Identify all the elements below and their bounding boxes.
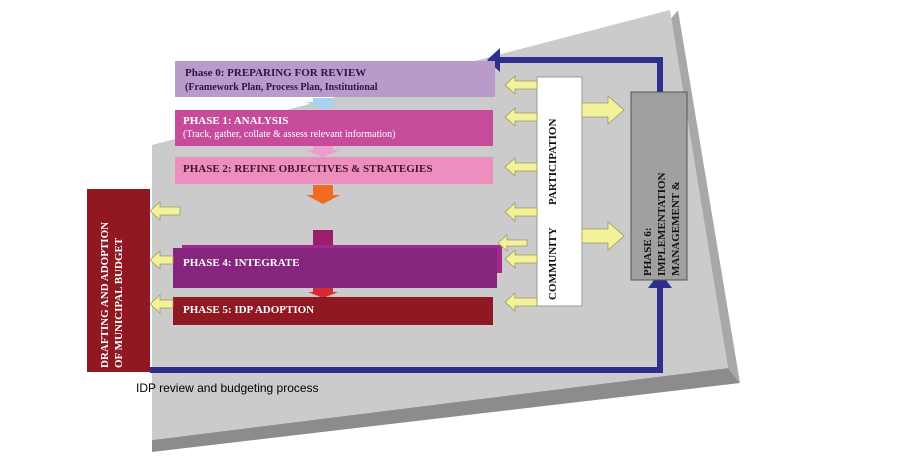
phase-6-line-2: IMPLEMENTATION	[656, 172, 668, 276]
community-box: COMMUNITY PARTICIPATION	[536, 76, 583, 307]
community-right-arrows	[581, 95, 625, 251]
yellow-arrow-left-3	[504, 157, 538, 177]
yellow-arrow-left-1	[504, 75, 538, 95]
phase-1-rect	[175, 110, 493, 146]
phase-1-subtitle: (Track, gather, collate & assess relevan…	[183, 129, 396, 140]
caption: IDP review and budgeting process	[136, 381, 319, 395]
phase-2-title: PHASE 2: REFINE OBJECTIVES & STRATEGIES	[183, 163, 433, 175]
phase-4-box: PHASE 4: INTEGRATE	[173, 245, 502, 288]
phase-flow-arrows	[306, 98, 340, 298]
arrow-1-2	[306, 146, 340, 157]
blue-loop-bottom	[150, 285, 663, 373]
budget-rect	[87, 189, 150, 372]
yellow-arrow-budget-3	[149, 294, 174, 314]
yellow-arrow-budget-2	[149, 250, 174, 270]
arrow-0-1	[306, 98, 340, 110]
phase-0-box: Phase 0: PREPARING FOR REVIEW (Framework…	[175, 61, 495, 97]
phase-6-rect	[630, 91, 688, 281]
phase-0-subtitle: (Framework Plan, Process Plan, Instituti…	[185, 82, 378, 93]
budget-line-1: DRAFTING AND ADOPTION	[99, 222, 111, 368]
arrow-2-3	[306, 185, 340, 204]
phase-6-box: PHASE 6: IMPLEMENTATION MANAGEMENT &	[630, 91, 688, 281]
yellow-arrow-left-5	[504, 249, 538, 269]
phase-6-line-1: PHASE 6:	[642, 227, 654, 276]
community-line-1: COMMUNITY	[547, 227, 559, 300]
yellow-arrow-left-4	[504, 202, 538, 222]
budget-arrows	[149, 201, 181, 314]
yellow-arrow-left-6	[504, 292, 538, 312]
blue-loop-top	[500, 57, 663, 92]
blue-arrowhead-left	[487, 48, 500, 72]
phase-4-title: PHASE 4: INTEGRATE	[183, 257, 300, 269]
phase-1-title: PHASE 1: ANALYSIS	[183, 115, 288, 127]
community-left-arrows	[497, 75, 538, 312]
arrow-4-5	[308, 288, 338, 298]
yellow-arrow-right-2	[581, 221, 625, 251]
phase-2-box: PHASE 2: REFINE OBJECTIVES & STRATEGIES	[175, 157, 493, 184]
yellow-arrow-budget-1	[149, 201, 181, 221]
budget-box: DRAFTING AND ADOPTION OF MUNICIPAL BUDGE…	[87, 189, 150, 372]
yellow-arrow-left-7	[497, 234, 528, 252]
phase-5-box: PHASE 5: IDP ADOPTION	[173, 297, 493, 325]
phase-6-line-3: MANAGEMENT &	[670, 181, 682, 276]
community-line-2: PARTICIPATION	[547, 119, 559, 205]
phase-0-rect	[175, 61, 495, 97]
platform-side	[152, 368, 740, 452]
phase-1-box: PHASE 1: ANALYSIS (Track, gather, collat…	[175, 110, 493, 146]
budget-line-2: OF MUNICIPAL BUDGET	[113, 237, 125, 368]
yellow-arrow-right-1	[581, 95, 625, 125]
phase-0-title: Phase 0: PREPARING FOR REVIEW	[185, 67, 366, 79]
phase-4-rect	[173, 248, 497, 288]
arrow-3-4	[313, 230, 333, 248]
phase-5-title: PHASE 5: IDP ADOPTION	[183, 304, 314, 316]
yellow-arrow-left-2	[504, 107, 538, 127]
phase-2-rect	[175, 157, 493, 184]
community-rect	[536, 76, 583, 307]
phase-5-rect	[173, 297, 493, 325]
